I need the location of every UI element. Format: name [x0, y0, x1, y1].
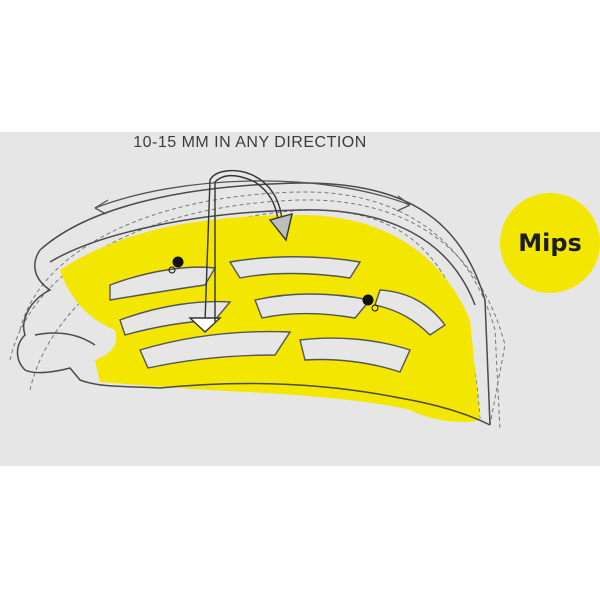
movement-caption: 10-15 MM IN ANY DIRECTION: [133, 134, 367, 151]
mips-badge-label: Mips: [518, 229, 582, 257]
rotation-arrow-icon: [188, 169, 293, 333]
helmet-outline: [16, 182, 491, 426]
pivot-anchor: [168, 256, 379, 312]
curved-double-arrow-icon: [94, 180, 411, 215]
dashed-motion-outline: [9, 191, 506, 431]
mips-badge: Mips: [500, 193, 600, 293]
helmet-vents: [109, 256, 447, 373]
mips-liner: [60, 215, 480, 422]
